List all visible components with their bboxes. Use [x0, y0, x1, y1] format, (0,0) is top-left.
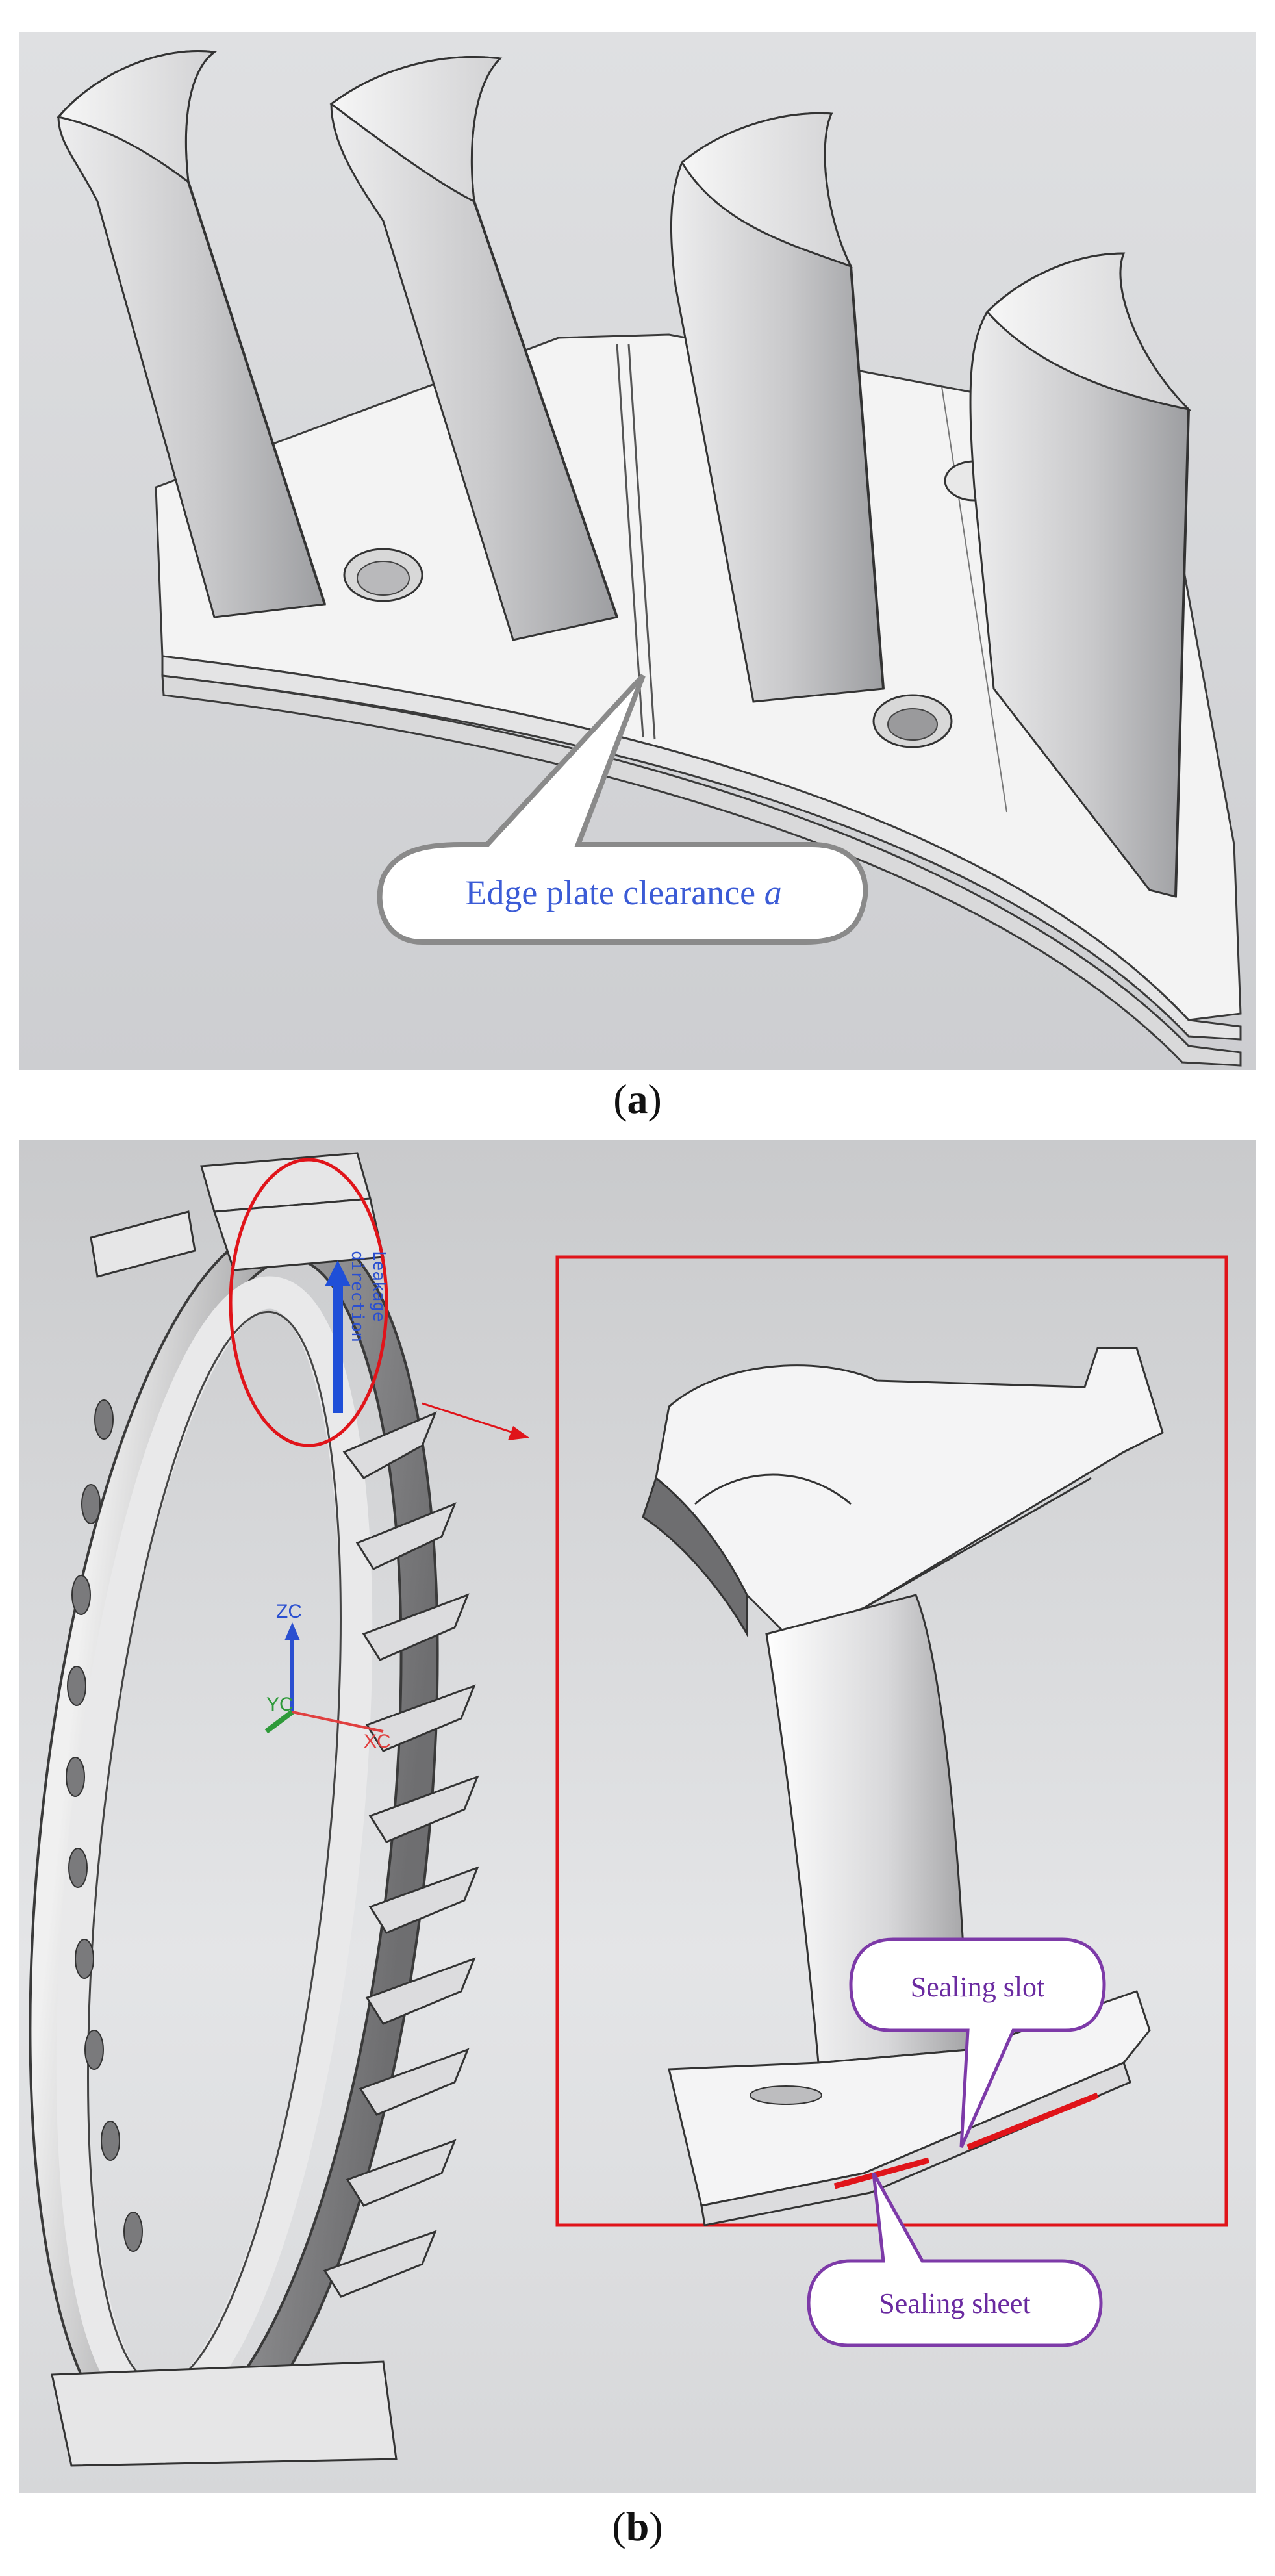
blade-cascade-drawing: Edge plate clearance a	[57, 50, 1242, 1067]
zoomed-vane-segment	[642, 1347, 1164, 2226]
leakage-label-line1: Leakage	[369, 1251, 388, 1322]
vane-ring-assembly	[29, 1152, 479, 2467]
sealing-slot-highlight-2	[966, 2092, 1099, 2150]
sealing-slot-highlight-1	[833, 2157, 930, 2189]
zoom-pointer-arrow	[422, 1402, 529, 1440]
axis-label-zc: ZC	[276, 1601, 302, 1622]
panel-a-blade-cascade: Edge plate clearance a	[19, 32, 1256, 1070]
axis-label-xc: XC	[364, 1731, 391, 1752]
panel-b-sealing-detail: Leakage direction ZC YC XC	[19, 1140, 1256, 2493]
caption-b: (b)	[612, 2503, 663, 2549]
edge-plate-clearance-label: Edge plate clearance a	[465, 873, 781, 912]
blade-4	[969, 252, 1192, 898]
leakage-direction-arrow	[325, 1260, 351, 1413]
sealing-sheet-label: Sealing sheet	[879, 2288, 1030, 2319]
sealing-slot-callout	[849, 1937, 1106, 2149]
edge-plate-platform	[155, 333, 1242, 1067]
caption-a: (a)	[613, 1076, 662, 1122]
leakage-label-line2: direction	[347, 1251, 367, 1342]
coordinate-axes	[264, 1622, 384, 1734]
sealing-detail-drawing: Leakage direction ZC YC XC	[29, 1152, 1228, 2467]
sealing-slot-label: Sealing slot	[911, 1971, 1045, 2003]
blade-1	[57, 50, 326, 618]
axis-label-yc: YC	[266, 1694, 294, 1715]
leakage-region-highlight	[229, 1158, 388, 1447]
blade-2	[329, 56, 618, 641]
blade-3	[670, 112, 885, 703]
sealing-sheet-callout	[807, 2172, 1103, 2347]
edge-plate-clearance-callout	[377, 674, 868, 945]
